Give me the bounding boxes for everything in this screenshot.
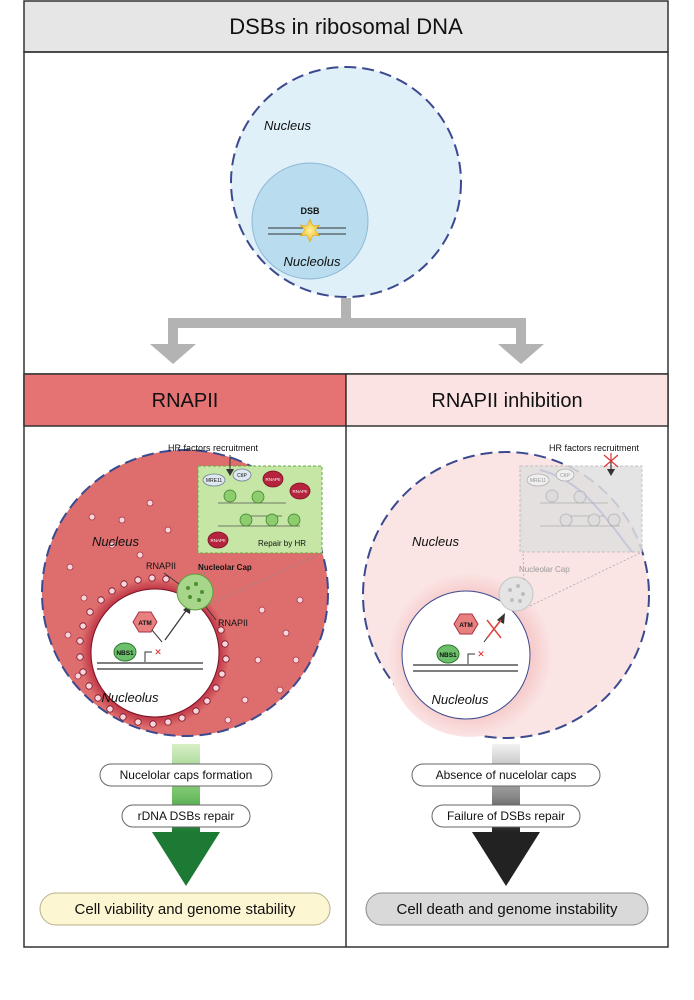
right-nucleus-label: Nucleus [412,534,459,549]
left-rnapii-ring [76,574,230,728]
left-cap-arrow [164,607,189,641]
right-mre11-icon [526,473,550,487]
top-nucleolus-label: Nucleolus [283,254,341,269]
split-arrows [150,298,544,364]
right-atm-icon [453,613,479,635]
left-flow-arrowhead [152,832,220,886]
right-outcome-pill [365,892,649,926]
top-nucleus-label: Nucleus [264,118,311,133]
left-rnapii-label-1: RNAPII [146,561,176,571]
left-nbs1-icon [113,642,137,662]
right-title-bar [345,373,669,427]
header-bar [23,0,669,53]
left-repair-label: Repair by HR [258,539,306,548]
left-outcome: Cell viability and genome stability [75,901,296,918]
right-flow-arrowhead [472,832,540,886]
left-break-mark: ✕ [154,647,162,657]
right-title: RNAPII inhibition [431,390,582,412]
left-step2: rDNA DSBs repair [138,809,235,823]
left-ctip-label: CtIP [237,473,247,479]
right-ctip-label: CtIP [560,473,570,479]
left-nucleolus [90,588,220,718]
left-mre11-icon [202,473,226,487]
right-hr-recruitment: HR factors recruitment [549,443,640,453]
left-hr-arrow [226,469,234,476]
right-promoter-icon [467,653,475,664]
left-atm-label: ATM [138,620,152,627]
right-step2: Failure of DSBs repair [447,809,565,823]
right-block-x-icon [486,619,502,639]
right-break-mark: ✕ [477,649,485,659]
left-rnapii-icon-1 [262,470,284,488]
left-rnapii-icon-3 [207,531,229,549]
left-mre11-label: MRE11 [206,478,223,484]
left-inset-rnapii-1: RNAPII [265,477,280,482]
right-cap-contents [508,584,525,603]
right-mre11-label: MRE11 [530,478,547,484]
dsb-label: DSB [300,206,320,216]
right-hr-arrow [607,469,615,476]
right-nucleolus-label: Nucleolus [431,692,489,707]
right-ctip-icon [555,468,575,482]
right-outcome: Cell death and genome instability [397,901,618,918]
right-nbs1-icon [436,644,460,664]
right-atm-label: ATM [459,622,473,629]
left-atm-arrow [151,629,163,643]
left-rnapii-icon-2 [289,482,311,500]
right-nucleolar-cap [498,576,534,612]
right-step1: Absence of nucelolar caps [436,768,577,782]
dsb-burst-icon [299,218,321,243]
left-inset-dna [218,489,301,527]
left-rnapii-label-2: RNAPII [218,618,248,628]
left-title: RNAPII [152,390,219,412]
right-step1-pill [411,763,601,787]
header-title: DSBs in ribosomal DNA [229,14,463,39]
right-nbs1-label: NBS1 [439,652,457,659]
left-promoter-icon [144,651,152,662]
left-ctip-icon [232,468,252,482]
left-step1-pill [99,763,273,787]
left-nucleolus-label: Nucleolus [101,690,159,705]
left-step1: Nucelolar caps formation [120,768,253,782]
right-step2-pill [431,804,581,828]
left-rnapii-particles [64,499,304,724]
left-nbs1-label: NBS1 [116,650,134,657]
right-inset-dna [540,489,621,527]
left-inset-rnapii-3: RNAPII [210,538,225,543]
left-cap-label: Nucleolar Cap [198,563,252,572]
left-atm-icon [132,611,158,633]
left-inset-rnapii-2: RNAPII [292,489,307,494]
right-cap-label: Nucleolar Cap [519,565,570,574]
left-title-bar [23,373,347,427]
left-nucleus-label: Nucleus [92,534,139,549]
left-hr-recruitment: HR factors recruitment [168,443,259,453]
left-cap-contents [186,582,204,602]
left-outcome-pill [39,892,331,926]
left-nucleolar-cap [176,573,214,611]
left-step2-pill [121,804,251,828]
